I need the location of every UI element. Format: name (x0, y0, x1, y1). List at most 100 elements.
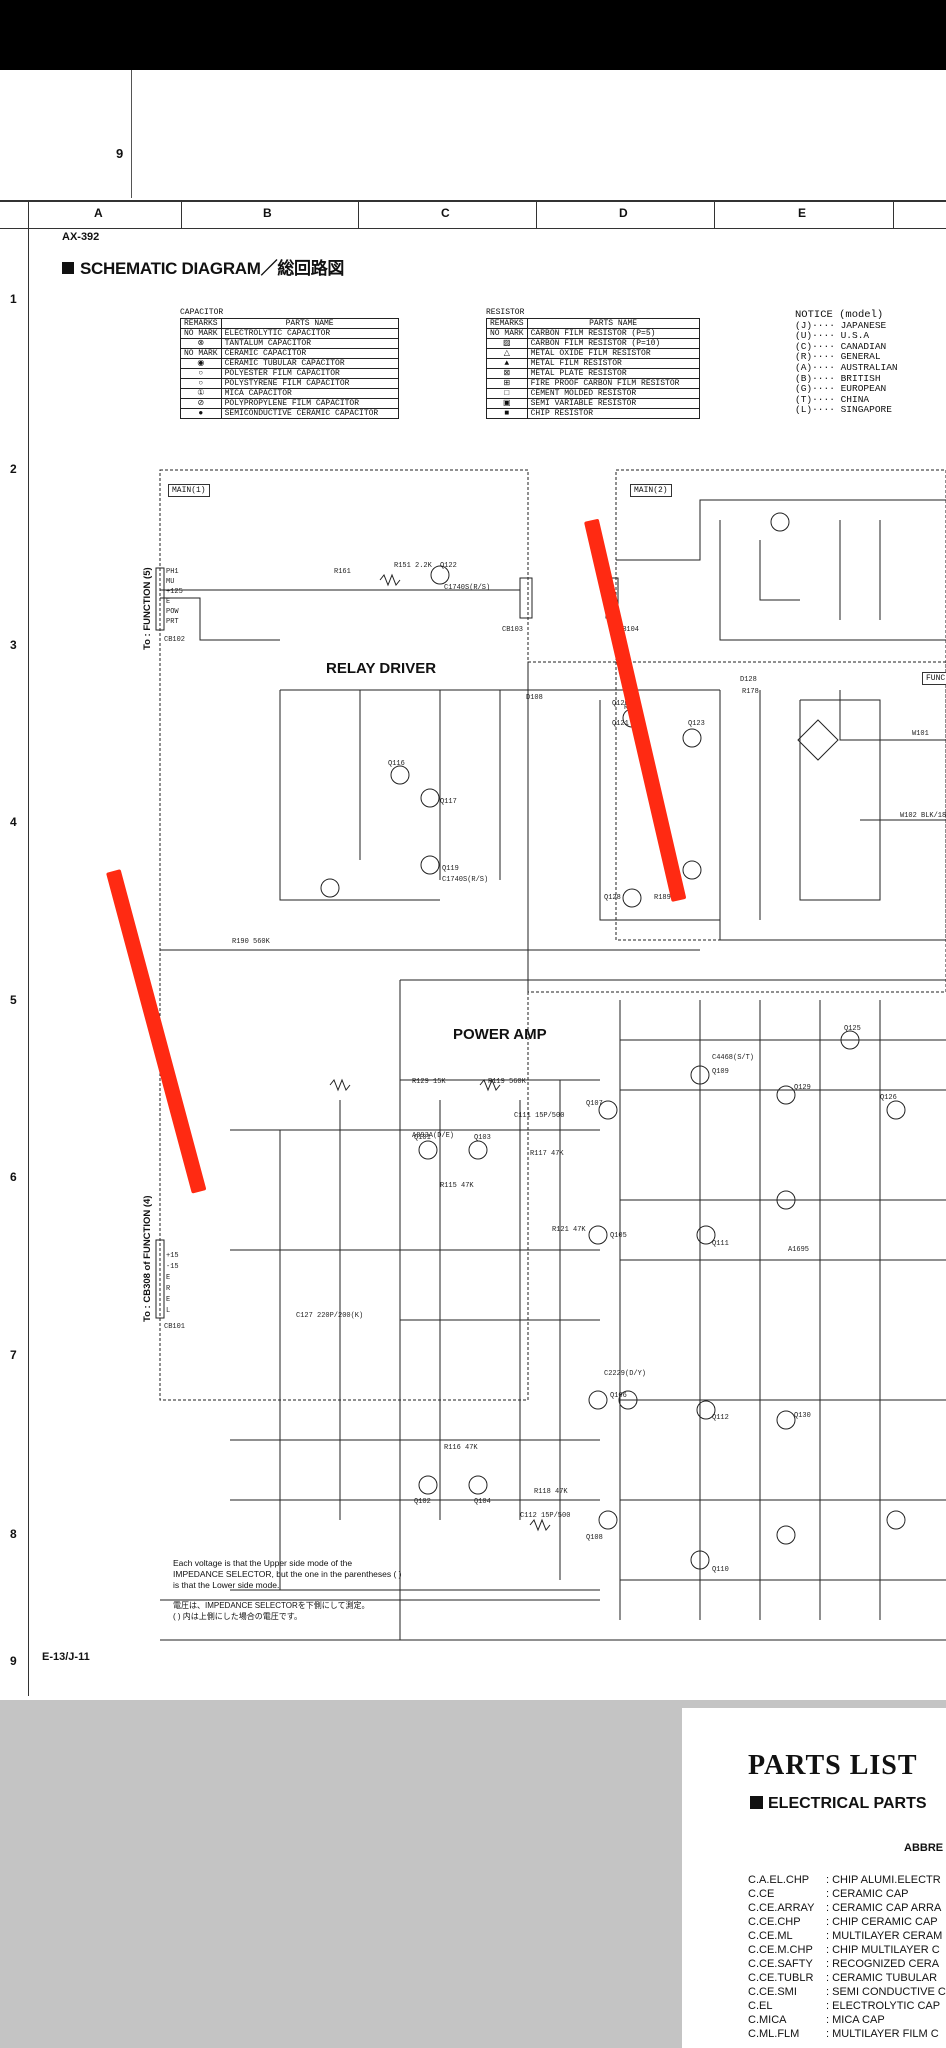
component-label: C127 220P/200(K) (296, 1312, 364, 1320)
component-label: R151 2.2K (394, 562, 432, 570)
parts-list-page (682, 1708, 946, 2048)
abbreviation-value: : MICA CAP (826, 2014, 885, 2026)
connector-pin: MU (166, 578, 175, 586)
abbreviation-key: C.EL (748, 2000, 773, 2012)
notice-item: (R)···· GENERAL (795, 351, 881, 363)
parts-list-title: PARTS LIST (748, 1750, 918, 1781)
abbreviation-value: : CHIP CERAMIC CAP (826, 1916, 938, 1928)
component-label: R115 47K (440, 1182, 474, 1190)
square-bullet-icon (750, 1796, 763, 1809)
abbreviation-row: C.A.EL.CHP: CHIP ALUMI.ELECTR (748, 1874, 941, 1887)
func-label: FUNC (922, 672, 946, 685)
component-label: R189 (654, 894, 671, 902)
component-label: R190 560K (232, 938, 270, 946)
voltage-footnote-jp: 電圧は、IMPEDANCE SELECTORを下側にして測定。 ( ) 内は上側… (173, 1600, 403, 1622)
row-label: 7 (10, 1348, 17, 1362)
abbreviation-row: C.CE.SMI: SEMI CONDUCTIVE C (748, 1986, 946, 1999)
component-label: Q116 (388, 760, 405, 768)
abbreviation-value: : CERAMIC CAP ARRA (826, 1902, 942, 1914)
connector-pin: E (166, 1296, 171, 1304)
legend-name: CHIP RESISTOR (526, 408, 700, 419)
notice-item: (G)···· EUROPEAN (795, 383, 887, 395)
component-label: A893A(D/E) (412, 1132, 455, 1140)
abbreviation-value: : RECOGNIZED CERA (826, 1958, 940, 1970)
component-label: Q110 (712, 1566, 729, 1574)
abbreviation-key: C.CE.CHP (748, 1916, 801, 1928)
resistor-legend-caption: RESISTOR (486, 308, 525, 317)
component-label: D108 (526, 694, 543, 702)
component-label: C112 15P/500 (520, 1512, 571, 1520)
main1-label: MAIN(1) (168, 484, 210, 497)
row-label: 6 (10, 1170, 17, 1184)
component-label: C2229(D/Y) (604, 1370, 647, 1378)
voltage-footnote-jp-line: 電圧は、IMPEDANCE SELECTORを下側にして測定。 (173, 1601, 370, 1610)
abbreviation-value: : MULTILAYER CERAM (826, 1930, 943, 1942)
component-label: Q126 (880, 1094, 897, 1102)
capacitor-legend-caption: CAPACITOR (180, 308, 224, 317)
connector-label: CB101 (164, 1323, 186, 1331)
column-label: A (94, 206, 103, 220)
voltage-footnote-en: Each voltage is that the Upper side mode… (173, 1558, 402, 1590)
column-label: D (619, 206, 628, 220)
notice-item: (T)···· CHINA (795, 393, 870, 405)
row-label: 9 (10, 1654, 17, 1668)
component-label: C1740S(R/S) (444, 584, 491, 592)
component-label: R129 15K (412, 1078, 446, 1086)
abbreviation-key: C.CE.M.CHP (748, 1944, 813, 1956)
schematic-wiring (155, 469, 946, 1641)
component-label: Q102 (414, 1498, 431, 1506)
abbreviation-row: C.CE.TUBLR: CERAMIC TUBULAR (748, 1972, 937, 1985)
component-label: Q121 (612, 720, 629, 728)
abbreviation-key: C.CE (748, 1888, 775, 1900)
abbreviation-key: C.ML.FLM (748, 2028, 800, 2040)
electrical-parts-title: ELECTRICAL PARTS (750, 1795, 927, 1813)
abbreviation-key: C.CE.SAFTY (748, 1958, 813, 1970)
connector-label: CB102 (164, 636, 186, 644)
abbreviation-row: C.EL: ELECTROLYTIC CAP (748, 2000, 940, 2013)
component-label: Q104 (474, 1498, 491, 1506)
component-label: Q103 (474, 1134, 491, 1142)
abbreviation-key: C.CE.ARRAY (748, 1902, 815, 1914)
connector-pin: R (166, 1285, 171, 1293)
component-label: R116 47K (444, 1444, 478, 1452)
abbreviation-key: C.CE.TUBLR (748, 1972, 814, 1984)
component-label: C1740S(R/S) (442, 876, 489, 884)
to-function5-label: To : FUNCTION (5) (142, 567, 153, 650)
abbreviation-value: : CERAMIC CAP (826, 1888, 909, 1900)
row-label: 3 (10, 638, 17, 652)
component-label: R117 47K (530, 1150, 564, 1158)
connector-pin: E (166, 1274, 171, 1282)
abbreviation-key: C.A.EL.CHP (748, 1874, 810, 1886)
abbreviation-value: : MULTILAYER FILM C (826, 2028, 939, 2040)
abbreviation-row: C.MICA : MICA CAP (748, 2014, 885, 2027)
column-label: E (798, 206, 807, 220)
notice-item: (C)···· CANADIAN (795, 340, 887, 352)
previous-page-number: 9 (116, 146, 124, 161)
component-label: Q105 (610, 1232, 627, 1240)
model-notice: NOTICE (model) (J)···· JAPANESE (U)···· … (795, 310, 898, 416)
component-label: W102 BLK/18 (900, 812, 946, 820)
component-label: Q128 (604, 894, 621, 902)
component-label: D128 (740, 676, 757, 684)
column-header-row: A B C D E (0, 200, 946, 229)
component-label: C4468(S/T) (712, 1054, 755, 1062)
relay-driver-label: RELAY DRIVER (326, 660, 437, 677)
square-bullet-icon (62, 262, 74, 274)
abbreviation-key: C.CE.ML (748, 1930, 793, 1942)
notice-title: NOTICE (model) (795, 309, 884, 321)
component-label: Q122 (440, 562, 457, 570)
column-label: B (263, 206, 272, 220)
component-label: Q108 (586, 1534, 603, 1542)
page-code: E-13/J-11 (42, 1651, 90, 1663)
connector-pin: +125 (166, 588, 183, 596)
previous-page-divider (131, 70, 132, 198)
main2-label: MAIN(2) (630, 484, 672, 497)
abbreviation-key: C.MICA (748, 2014, 787, 2026)
notice-item: (A)···· AUSTRALIAN (795, 361, 898, 373)
component-label: C111 15P/500 (514, 1112, 565, 1120)
component-label: Q119 (442, 865, 459, 873)
electrical-parts-title-text: ELECTRICAL PARTS (768, 1795, 927, 1812)
component-label: Q125 (844, 1025, 861, 1033)
component-label: R178 (742, 688, 759, 696)
